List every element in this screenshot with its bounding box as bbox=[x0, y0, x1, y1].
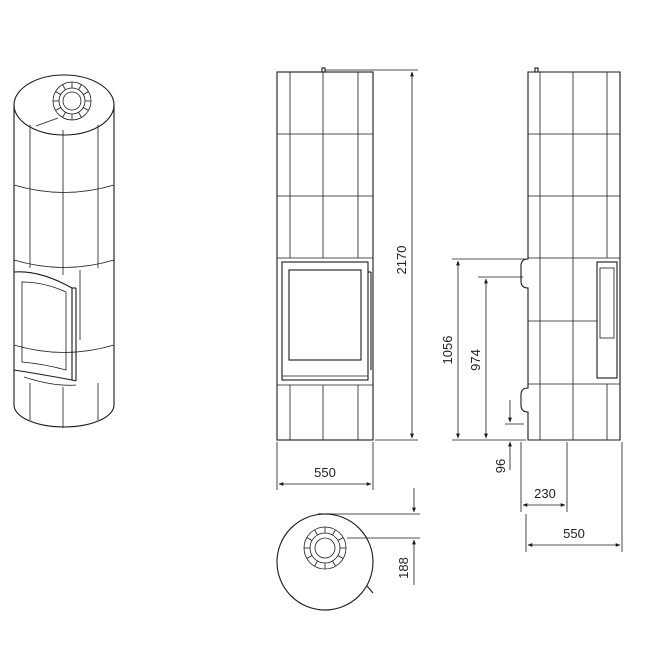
side-top-lug bbox=[534, 67, 539, 73]
top-view-outlet-grille bbox=[303, 526, 347, 570]
side-door-offset-dimension: 230 bbox=[520, 442, 568, 512]
side-tile-grid bbox=[528, 72, 620, 440]
total-height-dimension: 2170 bbox=[325, 69, 418, 441]
total-height-label: 2170 bbox=[394, 246, 409, 275]
tile-joints bbox=[13, 125, 115, 428]
glass-top-height-label: 974 bbox=[468, 349, 483, 371]
side-body bbox=[520, 71, 621, 441]
isometric-view bbox=[13, 74, 115, 428]
top-plate bbox=[13, 74, 115, 136]
front-tile-grid bbox=[277, 72, 373, 440]
door-top-height-label: 1056 bbox=[440, 336, 455, 365]
top-lug bbox=[321, 67, 326, 73]
top-view: 188 bbox=[276, 488, 420, 611]
fireplace-door bbox=[13, 271, 77, 386]
front-width-label: 550 bbox=[314, 465, 336, 480]
side-door-offset-label: 230 bbox=[534, 486, 556, 501]
top-view-handle bbox=[366, 585, 374, 594]
cylinder-body-outline bbox=[13, 105, 115, 428]
side-depth-dimension: 550 bbox=[525, 442, 623, 552]
top-outlet-grille bbox=[52, 81, 92, 121]
door-top-height-dimension: 1056 bbox=[440, 258, 526, 441]
side-depth-label: 550 bbox=[563, 526, 585, 541]
front-door bbox=[281, 261, 372, 381]
glass-top-height-dimension: 974 bbox=[468, 276, 523, 439]
outlet-offset-dimension: 188 bbox=[332, 488, 420, 585]
top-seam bbox=[35, 117, 59, 127]
front-width-dimension: 550 bbox=[276, 442, 374, 490]
door-bottom-height-label: 96 bbox=[493, 459, 508, 473]
side-door bbox=[596, 261, 618, 379]
outlet-offset-label: 188 bbox=[396, 557, 411, 579]
front-view: 550 2170 bbox=[276, 67, 418, 490]
side-view: 1056 974 96 230 550 bbox=[440, 67, 623, 552]
door-bottom-height-dimension: 96 bbox=[493, 400, 524, 473]
